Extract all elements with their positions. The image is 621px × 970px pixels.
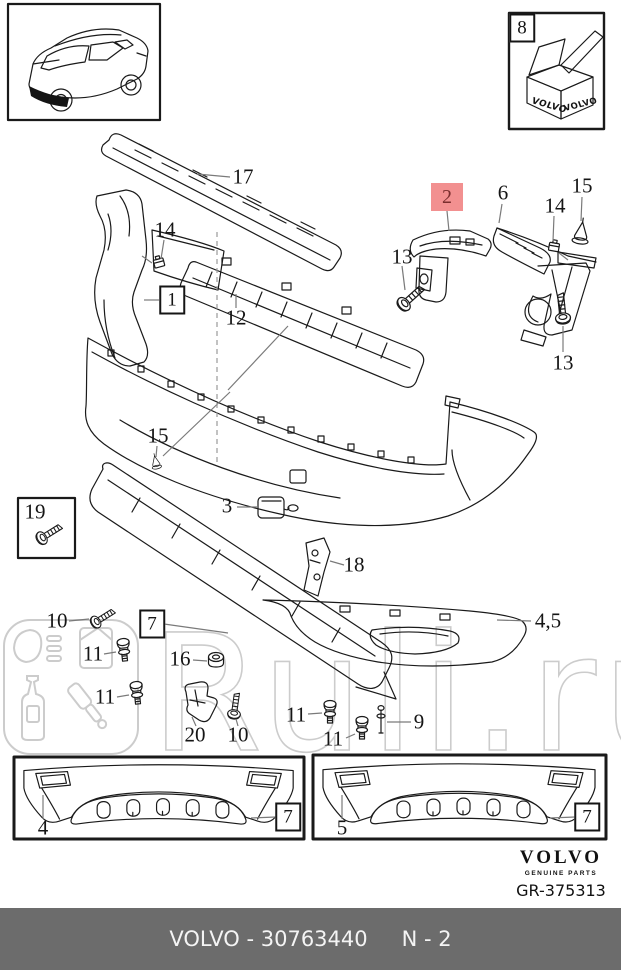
part-11-clip [116,637,132,663]
highlighted-rear-bumper [29,86,69,107]
part-7-valance [89,462,397,700]
part-4-5-bumper-cover [84,337,538,527]
volvo-wordmark: VOLVO [519,847,603,868]
fastener-kit-inset [16,496,77,560]
variant-5-inset [311,753,608,841]
part-3-towing-eye-cover [257,496,299,519]
part-13-screw [393,281,429,315]
part-10-screw [87,604,118,631]
part-15-grommet [571,216,592,246]
volvo-parts-box-inset: VOLVO VOLVO [507,11,606,131]
part-11-clip [129,680,145,706]
car-location-inset [6,2,162,122]
part-18-bracket [303,537,331,597]
part-9-pin [376,704,386,734]
watermark-text: Ruli.ru [150,601,621,789]
catalog-footer-bar: VOLVO - 30763440 N - 2 [0,908,621,970]
part-17-scuff-plate [100,133,342,272]
figure-reference: GR-375313 [516,881,606,900]
part-19-rivet [33,519,66,548]
volvo-tagline: GENUINE PARTS [524,870,598,877]
brand-block: VOLVO GENUINE PARTS GR-375313 [505,847,617,900]
leader-lines [42,173,583,819]
volvo-box-side-text-right: VOLVO [563,96,599,114]
part-13-screw [552,291,572,326]
catalog-page-number: N - 2 [401,927,452,951]
part-1-side-trim [94,189,225,367]
part-14-clip [151,254,166,269]
catalog-part-number: VOLVO - 30763440 [169,927,368,951]
part-16-nut [207,651,225,668]
part-6-bracket [492,227,597,347]
part-14-clip [547,238,561,253]
part-4-5-lower-section [262,599,527,667]
part-2-bracket [409,229,492,303]
watermark-logo [3,619,139,755]
part-20-bracket [184,681,218,723]
variant-4-inset [12,755,306,841]
part-12-absorber [179,257,425,388]
